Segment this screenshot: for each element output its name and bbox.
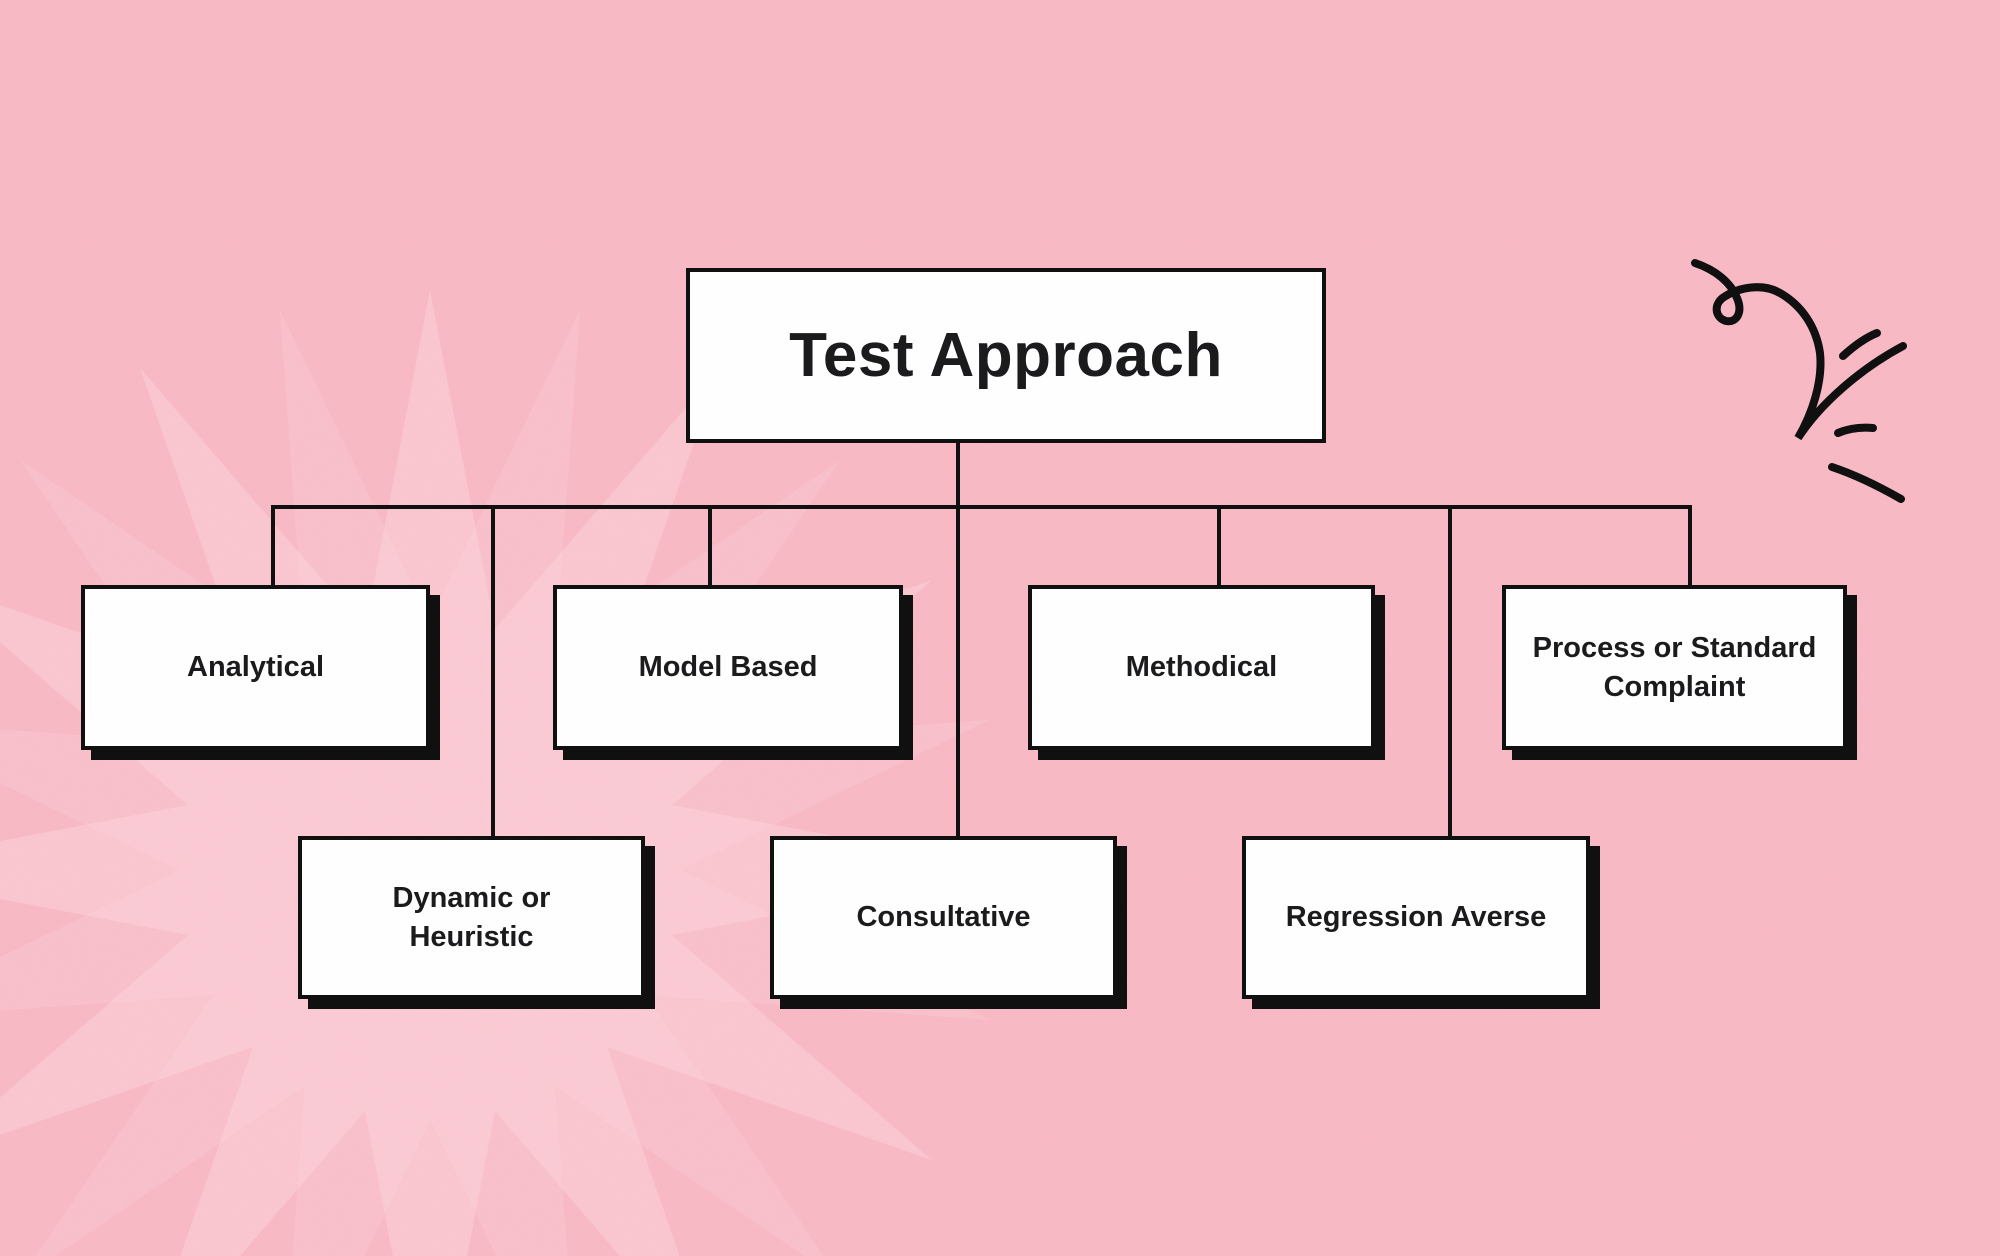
node-label: Regression Averse xyxy=(1285,901,1547,934)
node-label: Process or Standard Complaint xyxy=(1532,632,1817,703)
node-label: Methodical xyxy=(1125,651,1278,684)
node-label: Analytical xyxy=(187,651,324,684)
node-analytical: Analytical xyxy=(81,585,430,750)
node-model-based: Model Based xyxy=(553,585,903,750)
node-process-or-standard-complaint: Process or Standard Complaint xyxy=(1502,585,1847,750)
root-node-test-approach: Test Approach xyxy=(686,268,1326,443)
root-node-label: Test Approach xyxy=(789,320,1223,390)
node-label: Consultative xyxy=(856,901,1031,934)
node-label: Model Based xyxy=(638,651,818,684)
node-label: Dynamic or Heuristic xyxy=(392,882,551,953)
node-consultative: Consultative xyxy=(770,836,1117,999)
node-dynamic-or-heuristic: Dynamic or Heuristic xyxy=(298,836,645,999)
node-regression-averse: Regression Averse xyxy=(1242,836,1590,999)
node-methodical: Methodical xyxy=(1028,585,1375,750)
